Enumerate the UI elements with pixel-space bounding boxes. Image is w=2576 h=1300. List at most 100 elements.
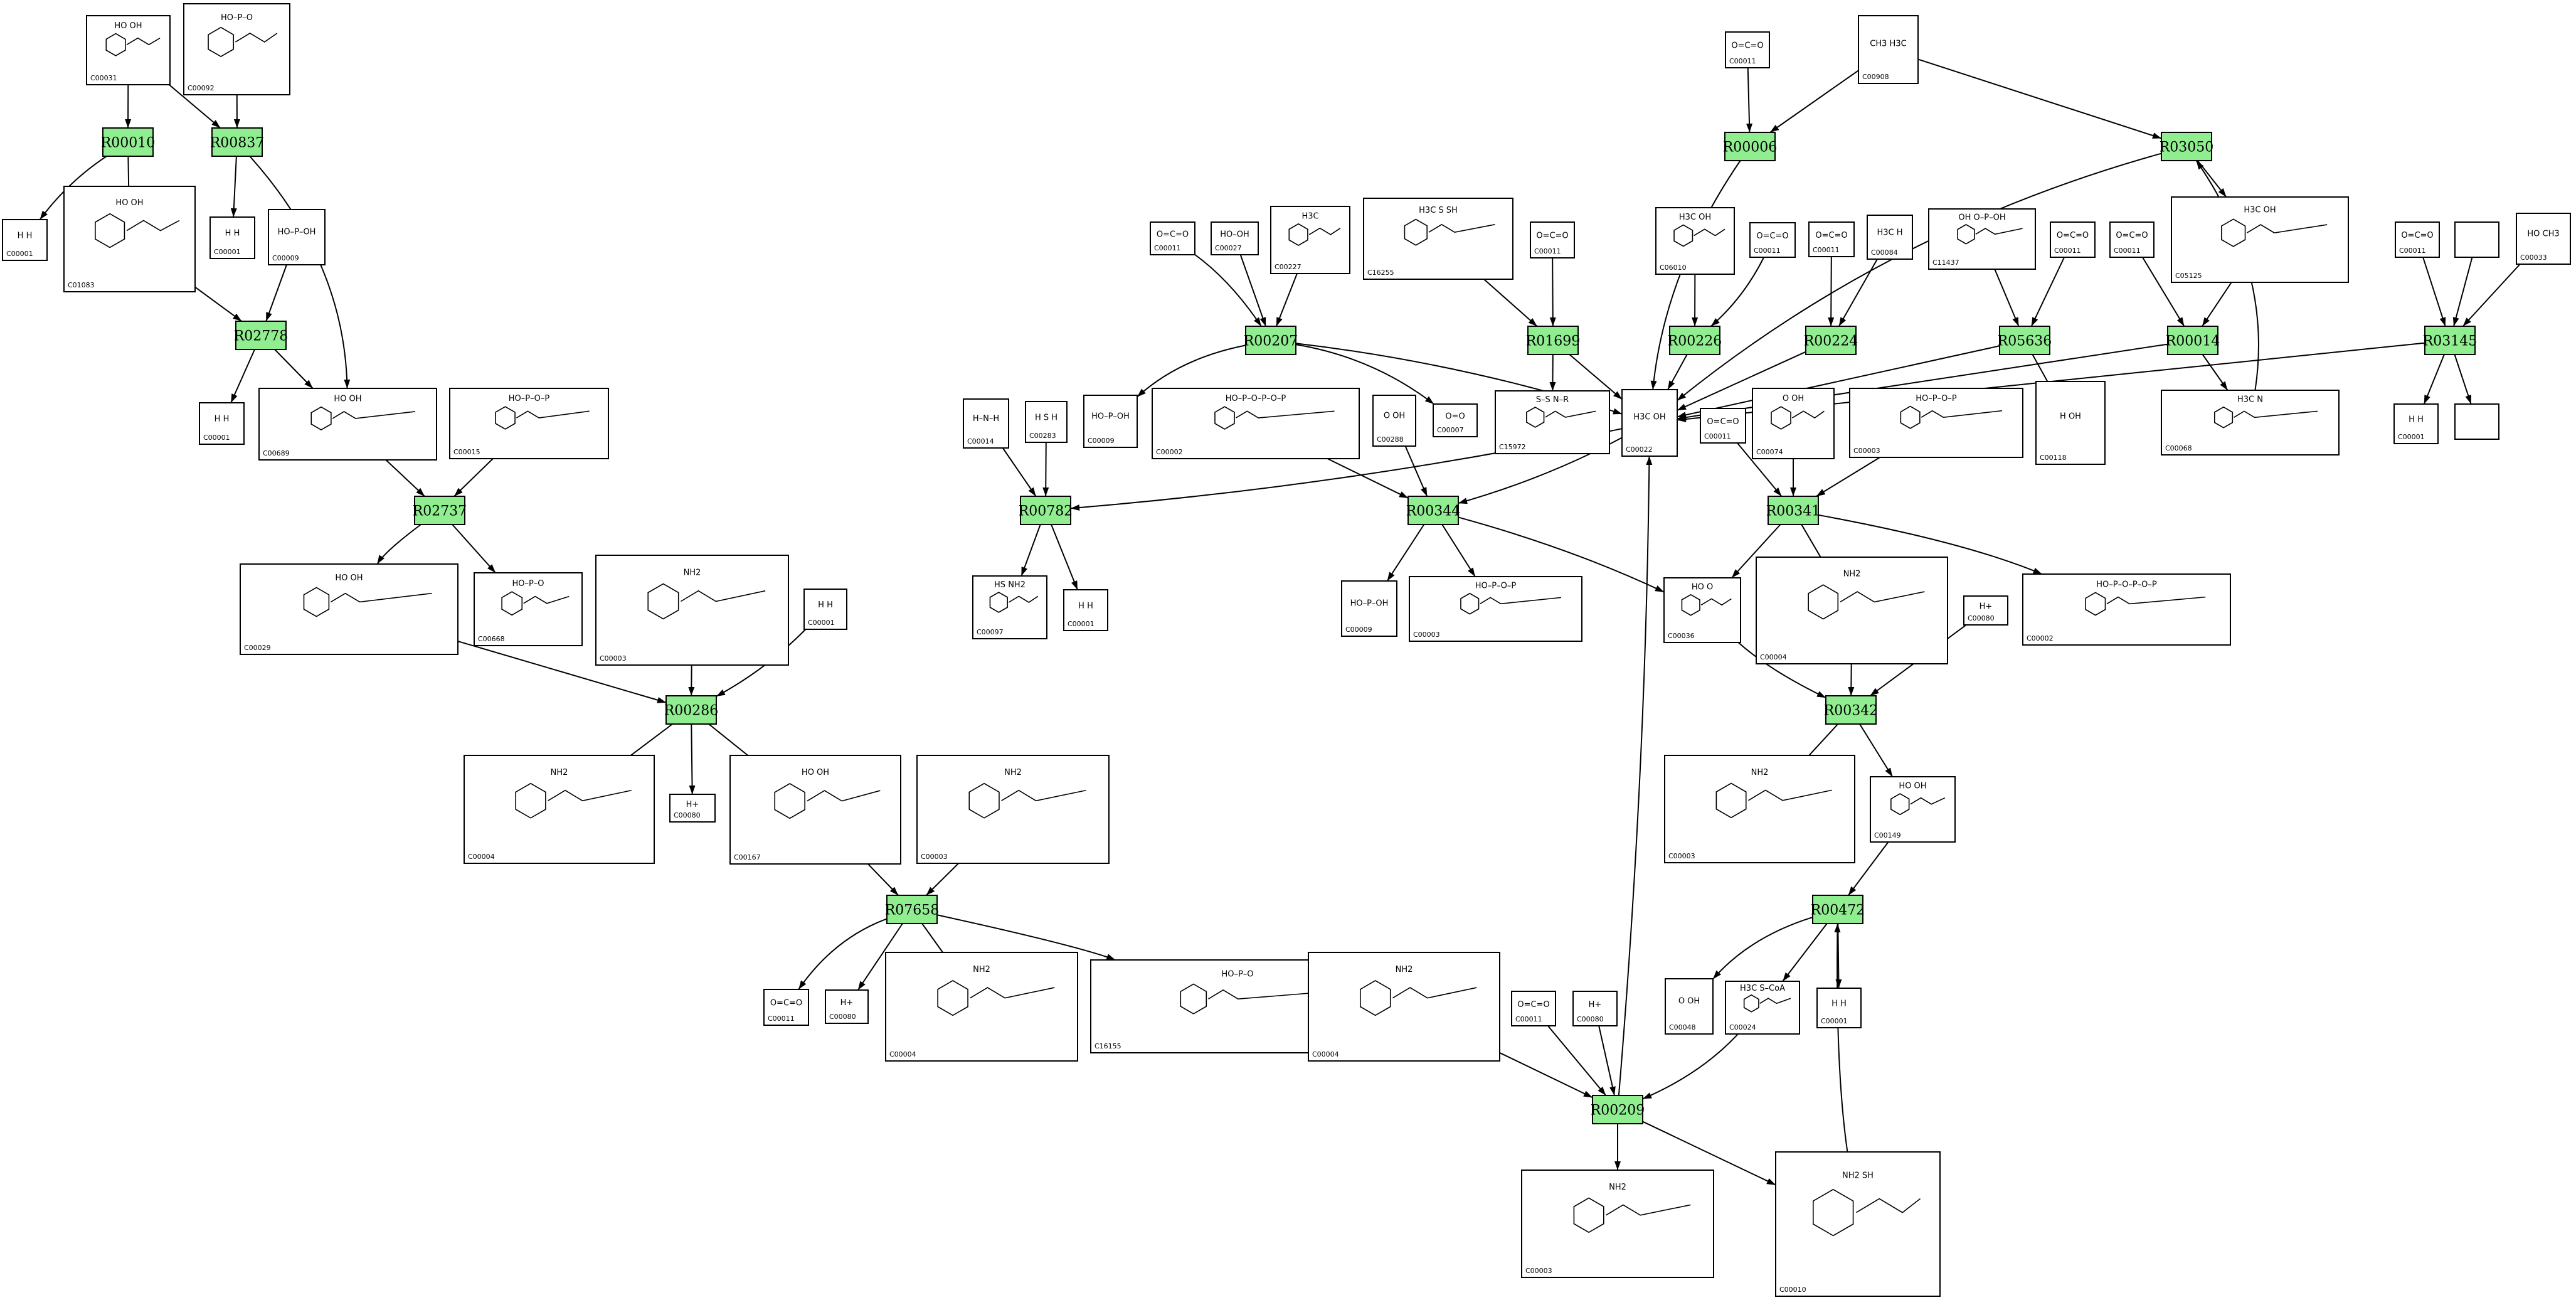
molecule-ring-icon	[1673, 224, 1693, 247]
reaction-node[interactable]: R00344	[1406, 496, 1461, 525]
reaction-node[interactable]: R00472	[1811, 895, 1865, 924]
reaction-node[interactable]: R03050	[2160, 132, 2214, 161]
reaction-node[interactable]: R00006	[1723, 132, 1778, 161]
reaction-node[interactable]: R07658	[885, 895, 940, 924]
reaction-node[interactable]: R02737	[413, 496, 467, 525]
reaction-node[interactable]: R00207	[1244, 326, 1298, 355]
reaction-node[interactable]: R05636	[1998, 326, 2052, 355]
reaction-node[interactable]: R00341	[1766, 496, 1821, 525]
reaction-node[interactable]: R00014	[2166, 326, 2220, 355]
compound-node[interactable]	[2454, 403, 2499, 440]
reaction-node[interactable]: R01699	[1526, 326, 1581, 355]
reaction-node[interactable]: R00224	[1804, 326, 1858, 355]
arrowhead	[1731, 569, 1741, 578]
compound-box	[729, 755, 901, 865]
reaction-node[interactable]: R00782	[1019, 496, 1073, 525]
compound-node[interactable]: H+C00080	[669, 794, 716, 823]
reaction-node[interactable]: R00342	[1824, 695, 1879, 725]
reaction-node[interactable]: R00286	[664, 695, 719, 725]
compound-node[interactable]: H+C00080	[1572, 991, 1618, 1026]
reaction-node[interactable]: R00209	[1591, 1095, 1645, 1124]
reaction-node[interactable]: R03145	[2423, 326, 2478, 355]
compound-id-label: C00011	[768, 1015, 795, 1023]
arrowhead	[889, 887, 899, 895]
reaction-node[interactable]: R00010	[101, 127, 156, 157]
arrowhead	[1870, 688, 1879, 696]
reaction-node[interactable]: R00837	[210, 127, 265, 157]
reaction-node[interactable]: R00226	[1668, 326, 1722, 355]
compound-box	[1308, 952, 1500, 1062]
reaction-node[interactable]: R02778	[234, 321, 289, 350]
compound-node[interactable]	[2454, 221, 2499, 258]
compound-node[interactable]: H+C00080	[1963, 595, 2008, 626]
compound-node[interactable]: H+C00080	[825, 989, 869, 1024]
compound-box	[1664, 755, 1855, 863]
